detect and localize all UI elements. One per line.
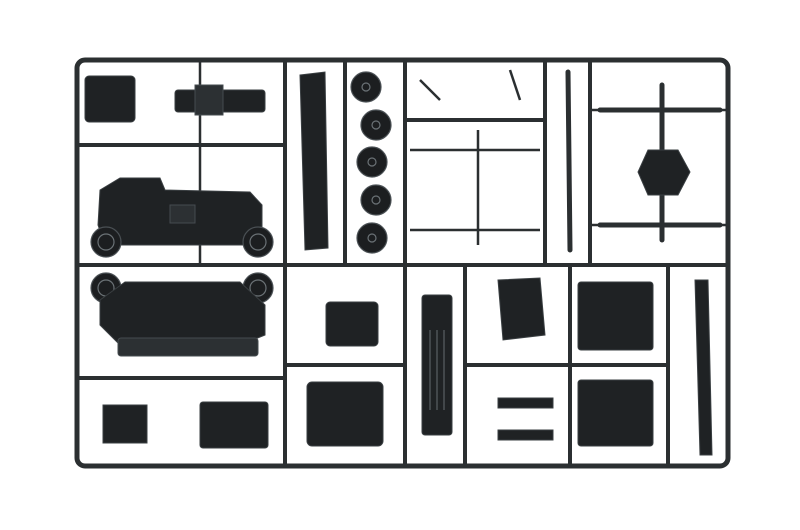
- door-part: [577, 379, 654, 447]
- rear-axle-part: [597, 82, 723, 243]
- door-part: [577, 281, 654, 351]
- seat-base-part: [306, 381, 384, 447]
- ladder-frame-part: [410, 69, 540, 245]
- seat-shell-part: [497, 277, 546, 341]
- tire-parts: [350, 71, 392, 254]
- chassis-rail-part: [299, 71, 329, 251]
- panel-part: [199, 401, 269, 449]
- windshield-frame-part: [694, 279, 713, 456]
- steering-column-part: [565, 69, 573, 253]
- seat-part: [325, 301, 379, 347]
- chassis-floor-part: [99, 281, 266, 346]
- bumper-part: [497, 397, 554, 409]
- fuel-tank-part: [84, 75, 136, 123]
- panel-part: [102, 404, 148, 444]
